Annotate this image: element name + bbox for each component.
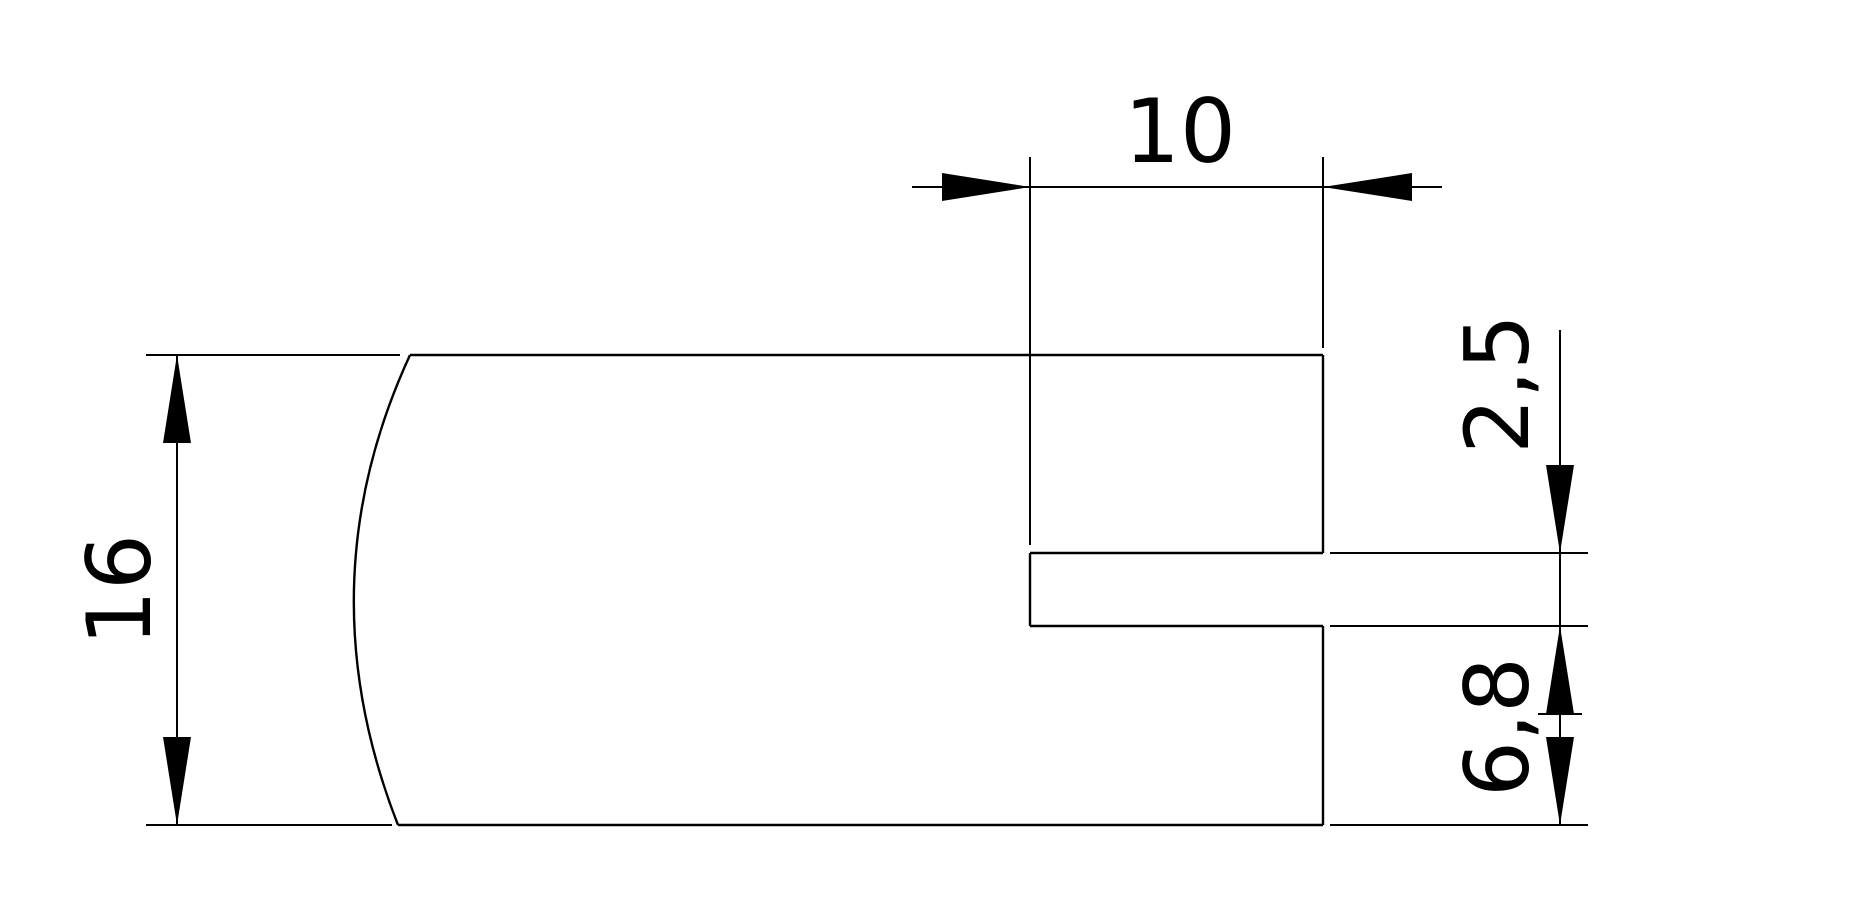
arrowhead-bottom-16	[163, 737, 191, 825]
arrowhead-2-5-top	[1546, 465, 1574, 553]
dimension-10: 10	[912, 80, 1442, 201]
dim-label-6-8: 6,8	[1446, 657, 1549, 797]
dim-label-16: 16	[68, 534, 171, 646]
extension-lines	[146, 157, 1588, 826]
dim-label-10: 10	[1124, 80, 1236, 183]
arrowhead-top-16	[163, 355, 191, 443]
dim-label-2-5: 2,5	[1446, 314, 1549, 454]
part-curved-left-edge	[352, 354, 412, 826]
part-outline	[352, 353, 1325, 827]
dimension-6-8: 6,8	[1446, 626, 1582, 825]
arrowhead-6-8-bottom	[1546, 737, 1574, 825]
arrowhead-right-10	[1323, 173, 1412, 201]
dimension-2-5: 2,5	[1446, 314, 1574, 714]
arrowhead-left-10	[942, 173, 1030, 201]
dimension-16: 16	[68, 355, 191, 825]
